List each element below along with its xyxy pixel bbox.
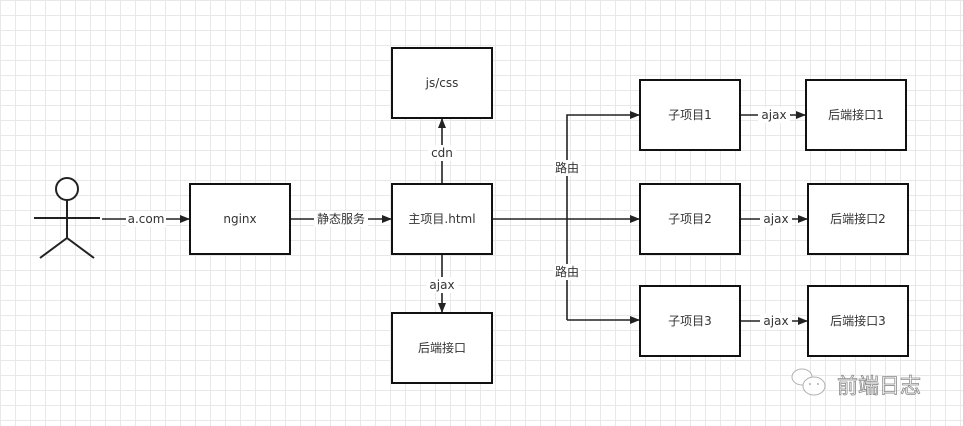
node-back3: 后端接口3 bbox=[807, 285, 909, 357]
edge-label: ajax bbox=[763, 212, 788, 226]
watermark: 前端日志 bbox=[791, 368, 921, 398]
edge-nginx-main: 静态服务 bbox=[290, 211, 392, 227]
node-sub3: 子项目3 bbox=[639, 285, 741, 357]
node-back1: 后端接口1 bbox=[805, 79, 907, 151]
node-label: 后端接口 bbox=[418, 340, 466, 355]
edge-main-subprojects: 路由 路由 bbox=[492, 111, 640, 324]
node-label: 子项目3 bbox=[668, 314, 712, 328]
node-label: 后端接口1 bbox=[828, 107, 884, 122]
edge-sub1-back1: ajax bbox=[740, 107, 806, 123]
node-label: 后端接口3 bbox=[830, 313, 886, 328]
user-actor-icon bbox=[34, 177, 100, 259]
wechat-icon bbox=[791, 368, 826, 396]
node-label: 主项目.html bbox=[408, 212, 475, 226]
edge-sub3-back3: ajax bbox=[740, 313, 808, 329]
edge-label: ajax bbox=[763, 314, 788, 328]
edge-label: ajax bbox=[429, 278, 454, 292]
node-label: 子项目1 bbox=[668, 108, 712, 122]
node-label: 子项目2 bbox=[668, 212, 712, 226]
node-label: js/css bbox=[425, 76, 459, 90]
node-jscss: js/css bbox=[391, 47, 493, 119]
edge-label: 静态服务 bbox=[317, 211, 365, 226]
node-sub2: 子项目2 bbox=[639, 183, 741, 255]
node-main: 主项目.html bbox=[391, 183, 493, 255]
node-label: 后端接口2 bbox=[830, 211, 886, 226]
edge-label: ajax bbox=[761, 108, 786, 122]
edge-label: 路由 bbox=[555, 160, 579, 175]
edge-user-nginx: a.com bbox=[102, 211, 190, 227]
edge-label: a.com bbox=[128, 212, 165, 226]
edge-sub2-back2: ajax bbox=[740, 211, 808, 227]
edge-label: 路由 bbox=[555, 264, 579, 279]
edge-main-backend: ajax bbox=[426, 254, 458, 313]
node-sub1: 子项目1 bbox=[639, 79, 741, 151]
node-nginx: nginx bbox=[189, 183, 291, 255]
node-label: nginx bbox=[223, 212, 256, 226]
watermark-text: 前端日志 bbox=[837, 374, 921, 398]
node-backend: 后端接口 bbox=[391, 312, 493, 384]
node-back2: 后端接口2 bbox=[807, 183, 909, 255]
edge-main-jscss: cdn bbox=[428, 118, 456, 184]
edge-label: cdn bbox=[431, 146, 453, 160]
